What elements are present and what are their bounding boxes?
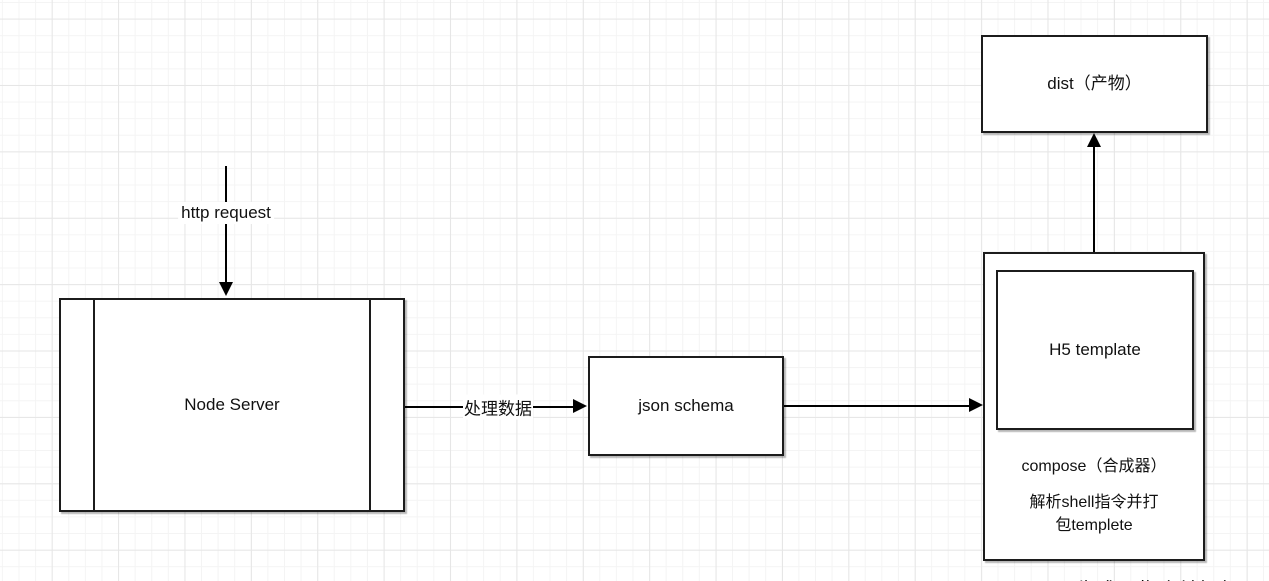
edge-compose-to-dist[interactable] [1093,147,1095,252]
edge-label-process-data[interactable]: 处理数据 [463,394,533,420]
edge-http-request[interactable] [225,166,227,284]
process-bar-right [369,300,371,510]
edge-json-to-compose[interactable] [784,405,969,407]
arrowhead-down-icon [219,282,233,296]
node-dist-label: dist（产物） [1047,74,1142,94]
node-compose[interactable]: H5 template compose（合成器） 解析shell指令并打 包te… [983,252,1205,561]
node-json-schema[interactable]: json schema [588,356,784,456]
compose-caption: compose（合成器） [1021,458,1167,475]
arrowhead-up-icon [1087,133,1101,147]
node-h5-template[interactable]: H5 template [996,270,1194,430]
clipped-bottom-text: 生成h5指令并打包 [1076,574,1238,581]
node-server-label: Node Server [184,395,280,415]
node-json-schema-label: json schema [638,396,734,416]
node-dist[interactable]: dist（产物） [981,35,1208,133]
process-bar-left [93,300,95,510]
edge-label-http-request[interactable]: http request [178,202,274,224]
node-h5-template-label: H5 template [1049,340,1141,360]
compose-subcaption: 解析shell指令并打 包templete [1029,494,1159,534]
arrowhead-right-icon [969,398,983,412]
node-server[interactable]: Node Server [59,298,405,512]
arrowhead-right-icon [573,399,587,413]
